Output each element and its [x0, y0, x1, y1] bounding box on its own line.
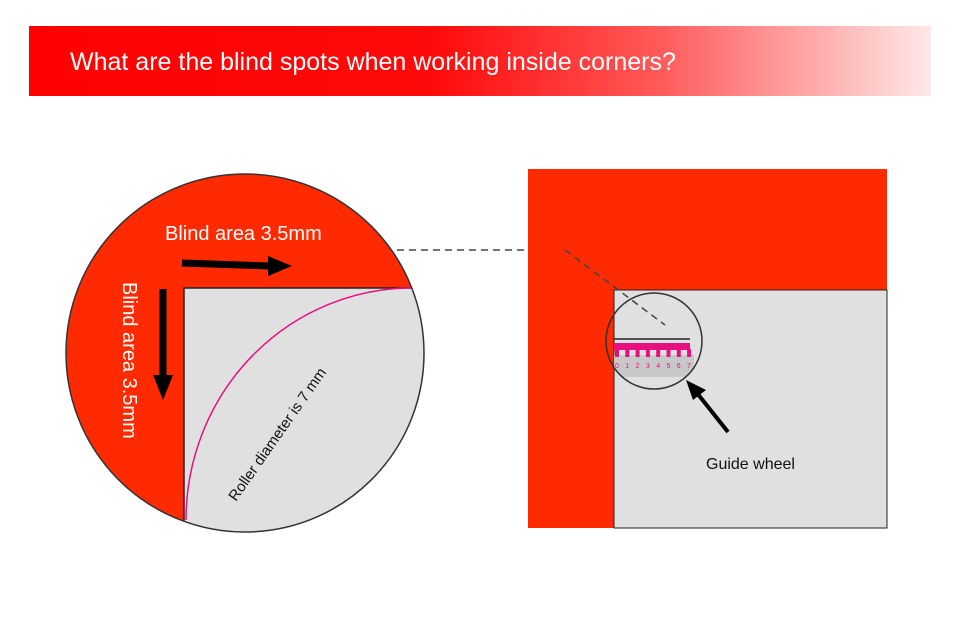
arrow-down-icon	[153, 289, 173, 400]
ruler-tick-label: 3	[646, 363, 650, 370]
blind-area-horizontal-label: Blind area 3.5mm	[165, 223, 322, 245]
ruler-tick-label: 7	[687, 363, 691, 370]
ruler-tick-label: 1	[625, 363, 629, 370]
title-banner: What are the blind spots when working in…	[29, 26, 931, 96]
guide-wheel-label: Guide wheel	[706, 456, 795, 473]
arrow-guide-wheel-icon	[686, 380, 730, 434]
ruler-tick-label: 5	[667, 363, 671, 370]
ruler-tick-label: 6	[677, 363, 681, 370]
work-surface	[183, 287, 424, 532]
magnified-corner-circle	[65, 173, 425, 533]
guide-wheel-circle	[605, 292, 703, 390]
ruler-tooth	[645, 349, 650, 357]
ruler-tooth	[625, 349, 630, 357]
ruler-tooth	[635, 349, 640, 357]
ruler-tooth	[666, 349, 671, 357]
ruler-tick-label: 2	[636, 363, 640, 370]
inner-surface	[613, 289, 888, 529]
ruler-tick-label: 0	[615, 363, 619, 370]
roller-arc	[185, 287, 413, 521]
ruler-tick-label: 4	[656, 363, 660, 370]
ruler-tooth	[687, 349, 692, 357]
ruler-tooth	[676, 349, 681, 357]
ruler-tooth	[615, 349, 619, 357]
ruler-tooth	[656, 349, 661, 357]
page-title: What are the blind spots when working in…	[70, 48, 676, 76]
blind-area-vertical-label: Blind area 3.5mm	[118, 282, 140, 439]
arrow-right-icon	[181, 256, 292, 276]
